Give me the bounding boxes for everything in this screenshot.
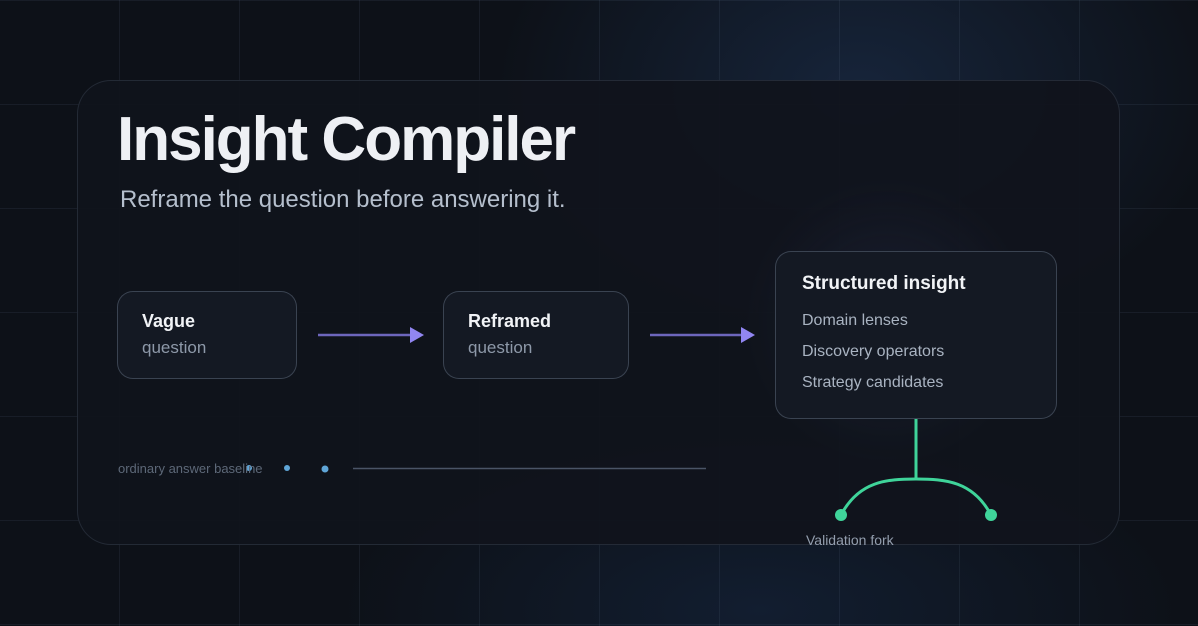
structured-item-discovery-operators: Discovery operators bbox=[802, 343, 945, 360]
page-title: Insight Compiler bbox=[117, 105, 576, 174]
fork-label: Validation fork bbox=[806, 532, 894, 548]
reframed-node-subtitle: question bbox=[468, 338, 533, 357]
baseline-dot bbox=[284, 465, 290, 471]
fork-endpoint-right bbox=[985, 509, 997, 521]
reframed-node-title: Reframed bbox=[468, 311, 552, 331]
structured-item-domain-lenses: Domain lenses bbox=[802, 312, 908, 329]
vague-node-subtitle: question bbox=[142, 338, 207, 357]
baseline-label: ordinary answer baseline bbox=[118, 461, 263, 476]
vague-question-node: Vague question bbox=[117, 291, 297, 379]
baseline-dot bbox=[321, 465, 329, 473]
reframed-question-node: Reframed question bbox=[443, 291, 629, 379]
page-subtitle: Reframe the question before answering it… bbox=[120, 186, 566, 213]
baseline-dot bbox=[246, 465, 252, 471]
structured-item-strategy-candidates: Strategy candidates bbox=[802, 374, 944, 391]
arrow-reframed-to-structured bbox=[650, 327, 755, 343]
validation-fork bbox=[835, 419, 997, 521]
structured-node-title: Structured insight bbox=[802, 273, 966, 294]
arrowhead-icon bbox=[741, 327, 755, 343]
arrowhead-icon bbox=[410, 327, 424, 343]
fork-endpoint-left bbox=[835, 509, 847, 521]
vague-node-title: Vague bbox=[142, 311, 196, 331]
structured-insight-node: Structured insight Domain lenses Discove… bbox=[775, 251, 1057, 419]
arrow-vague-to-reframed bbox=[318, 327, 424, 343]
